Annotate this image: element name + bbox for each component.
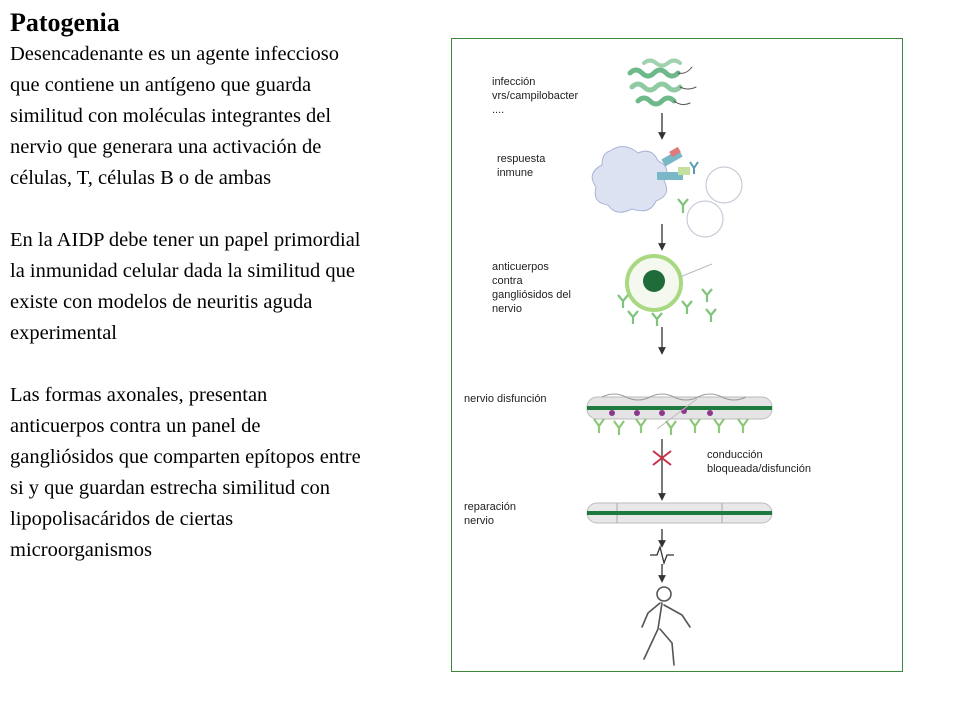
label-line: reparación <box>464 501 516 513</box>
text-line: células, T, células B o de ambas <box>10 167 272 189</box>
text-line: lipopolisacáridos de ciertas <box>10 508 234 530</box>
label-line: anticuerpos <box>492 261 549 273</box>
label-line: .... <box>492 104 504 116</box>
pathogenesis-figure: infección vrs/campilobacter .... respues… <box>451 38 903 672</box>
label-infeccion: infección vrs/campilobacter .... <box>492 76 579 116</box>
bacteria-icon <box>627 58 697 107</box>
label-line: nervio <box>464 515 494 527</box>
myelinated-nerve-icon <box>586 393 773 430</box>
antibody-icon <box>617 288 717 326</box>
text-line: si y que guardan estrecha similitud con <box>10 477 330 499</box>
label-reparacion: reparación nervio <box>464 501 516 527</box>
label-line: gangliósidos del <box>492 289 571 301</box>
text-line: anticuerpos contra un panel de <box>10 415 261 437</box>
label-line: inmune <box>497 167 533 179</box>
label-line: nervio <box>492 303 522 315</box>
label-nervio-disfuncion: nervio disfunción <box>464 393 547 405</box>
slide-title: Patogenia <box>10 8 120 37</box>
text-line: nervio que generara una activación de <box>10 136 322 158</box>
antibody-icon <box>677 198 689 213</box>
text-line: la inmunidad celular dada la similitud q… <box>10 260 355 282</box>
label-line: nervio disfunción <box>464 393 547 405</box>
plasma-cell-icon <box>625 254 713 312</box>
label-line: respuesta <box>497 153 546 165</box>
repaired-nerve-icon <box>586 502 773 524</box>
text-line: existe con modelos de neuritis aguda <box>10 291 313 313</box>
text-line: similitud con moléculas integrantes del <box>10 105 332 127</box>
label-line: bloqueada/disfunción <box>707 463 811 475</box>
label-anticuerpos: anticuerpos contra gangliósidos del nerv… <box>492 261 571 315</box>
text-line: Desencadenante es un agente infeccioso <box>10 43 339 65</box>
text-line: microorganismos <box>10 539 152 561</box>
paragraph-trigger: Desencadenante es un agente infeccioso q… <box>10 39 455 194</box>
text-line: experimental <box>10 322 118 344</box>
antibody-icon <box>657 146 699 180</box>
label-line: contra <box>492 275 523 287</box>
block-cross-icon <box>652 450 672 466</box>
paragraph-aidp: En la AIDP debe tener un papel primordia… <box>10 225 455 349</box>
slide-text-block: Patogenia Desencadenante es un agente in… <box>10 6 455 606</box>
label-line: vrs/campilobacter <box>492 90 579 102</box>
paragraph-axonal: Las formas axonales, presentan anticuerp… <box>10 380 455 566</box>
antibody-icon <box>593 418 749 435</box>
b-cell-icon <box>686 200 724 238</box>
text-line: Las formas axonales, presentan <box>10 384 268 406</box>
text-line: gangliósidos que comparten epítopos entr… <box>10 446 361 468</box>
nerve-signal-icon <box>650 544 674 566</box>
label-line: conducción <box>707 449 763 461</box>
label-respuesta: respuesta inmune <box>497 153 546 179</box>
immune-cell-icon <box>591 146 668 213</box>
label-line: infección <box>492 76 535 88</box>
label-conduccion: conducción bloqueada/disfunción <box>707 449 811 475</box>
pathogenesis-diagram: infección vrs/campilobacter .... respues… <box>464 58 811 666</box>
text-line: que contiene un antígeno que guarda <box>10 74 312 96</box>
walking-person-icon <box>641 586 691 666</box>
b-cell-icon <box>705 166 743 204</box>
text-line: En la AIDP debe tener un papel primordia… <box>10 229 361 251</box>
